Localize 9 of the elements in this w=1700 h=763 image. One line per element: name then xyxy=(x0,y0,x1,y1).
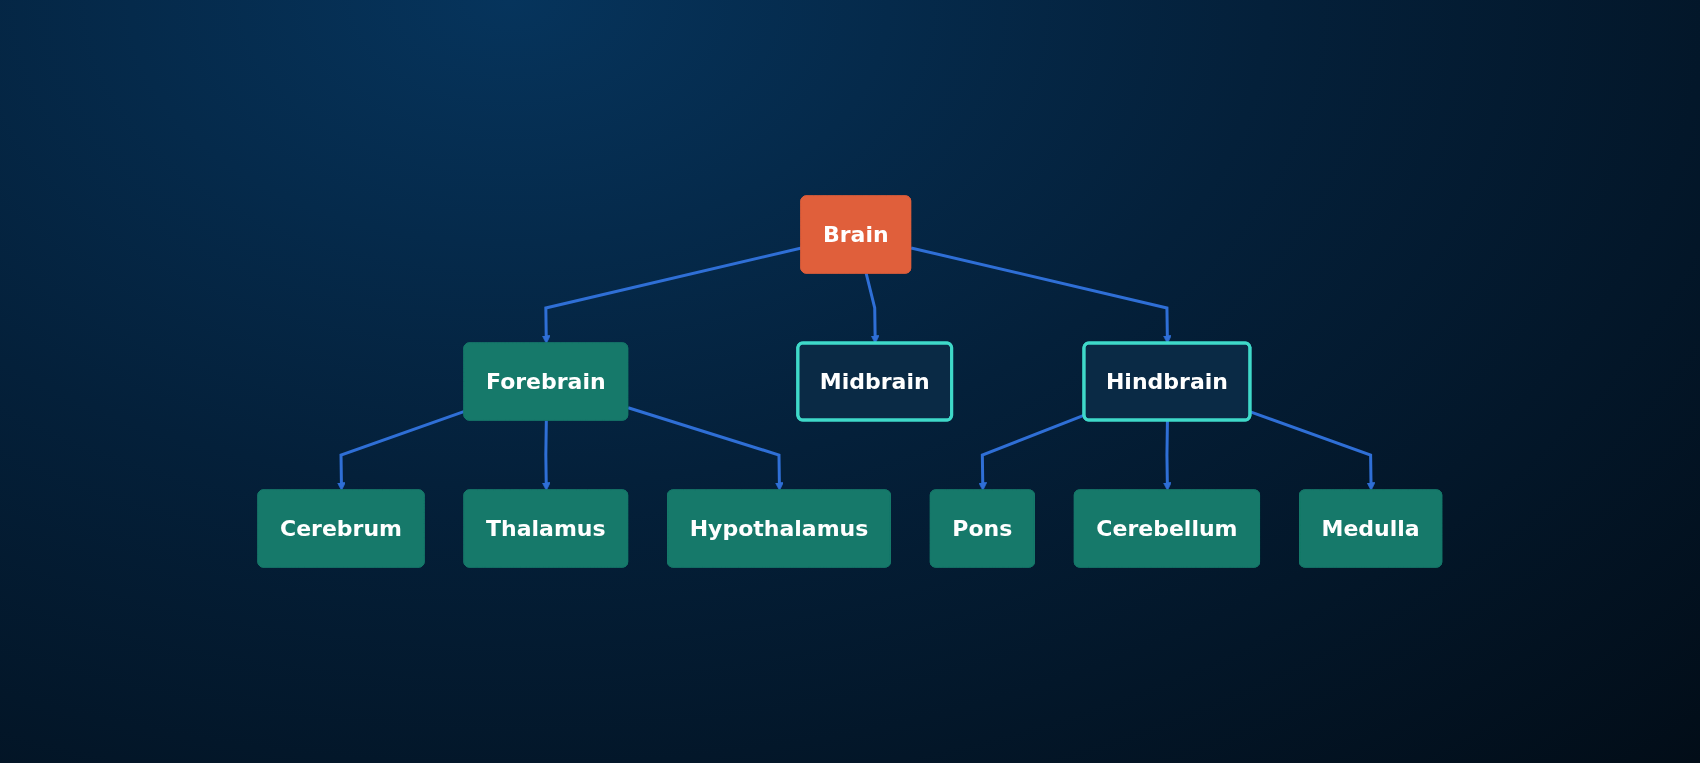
arrow xyxy=(864,273,880,344)
arrow xyxy=(541,420,551,491)
arrow xyxy=(1250,410,1376,491)
arrow xyxy=(910,246,1172,344)
arrow xyxy=(627,406,784,491)
arrow xyxy=(337,409,466,491)
arrow xyxy=(978,413,1086,491)
arrow xyxy=(541,246,802,344)
arrow xyxy=(1163,420,1172,491)
